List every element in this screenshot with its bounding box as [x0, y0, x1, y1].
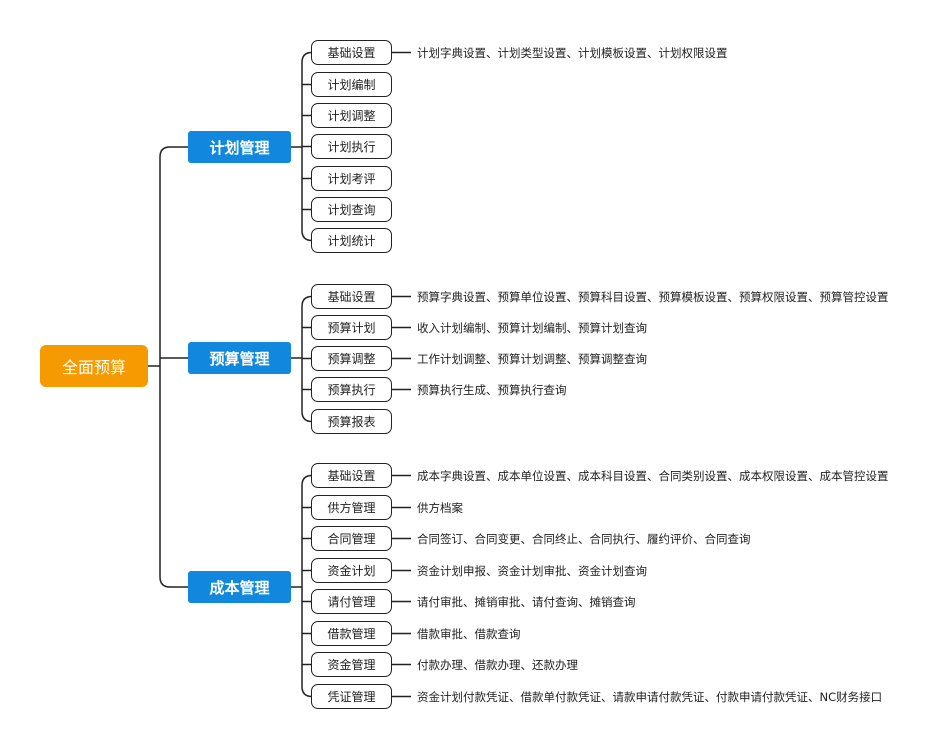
detail-text: 请付审批、摊销审批、请付查询、摊销查询 [417, 594, 636, 609]
branch-node[interactable]: 计划管理 [188, 131, 291, 163]
leaf-node[interactable]: 供方管理 [311, 495, 392, 520]
detail-text: 借款审批、借款查询 [417, 626, 521, 641]
leaf-node[interactable]: 合同管理 [311, 526, 392, 551]
root-node[interactable]: 全面预算 [40, 345, 148, 387]
detail-text: 合同签订、合同变更、合同终止、合同执行、履约评价、合同查询 [417, 531, 751, 546]
leaf-node[interactable]: 基础设置 [311, 40, 392, 65]
detail-text: 资金计划付款凭证、借款单付款凭证、请款申请付款凭证、付款申请付款凭证、NC财务接… [417, 689, 883, 704]
leaf-node[interactable]: 预算调整 [311, 346, 392, 371]
leaf-node[interactable]: 计划考评 [311, 166, 392, 191]
detail-text: 收入计划编制、预算计划编制、预算计划查询 [417, 320, 647, 335]
detail-text: 付款办理、借款办理、还款办理 [417, 657, 578, 672]
leaf-node[interactable]: 基础设置 [311, 284, 392, 309]
detail-text: 工作计划调整、预算计划调整、预算调整查询 [417, 351, 647, 366]
detail-text: 供方档案 [417, 500, 463, 515]
branch-node[interactable]: 成本管理 [188, 571, 291, 603]
leaf-node[interactable]: 请付管理 [311, 589, 392, 614]
detail-text: 预算字典设置、预算单位设置、预算科目设置、预算模板设置、预算权限设置、预算管控设… [417, 289, 889, 304]
leaf-node[interactable]: 计划编制 [311, 72, 392, 97]
detail-text: 预算执行生成、预算执行查询 [417, 382, 567, 397]
branch-node[interactable]: 预算管理 [188, 342, 291, 374]
leaf-node[interactable]: 基础设置 [311, 463, 392, 488]
sub-trunk [301, 474, 313, 698]
leaf-node[interactable]: 预算执行 [311, 377, 392, 402]
main-trunk [159, 146, 171, 588]
leaf-node[interactable]: 借款管理 [311, 621, 392, 646]
leaf-node[interactable]: 凭证管理 [311, 684, 392, 709]
leaf-node[interactable]: 预算报表 [311, 409, 392, 434]
detail-text: 成本字典设置、成本单位设置、成本科目设置、合同类别设置、成本权限设置、成本管控设… [417, 468, 889, 483]
detail-text: 计划字典设置、计划类型设置、计划模板设置、计划权限设置 [417, 45, 728, 60]
detail-text: 资金计划申报、资金计划审批、资金计划查询 [417, 563, 647, 578]
leaf-node[interactable]: 计划执行 [311, 134, 392, 159]
leaf-node[interactable]: 资金计划 [311, 558, 392, 583]
leaf-node[interactable]: 资金管理 [311, 652, 392, 677]
leaf-node[interactable]: 计划调整 [311, 103, 392, 128]
leaf-node[interactable]: 计划统计 [311, 228, 392, 253]
leaf-node[interactable]: 预算计划 [311, 315, 392, 340]
leaf-node[interactable]: 计划查询 [311, 197, 392, 222]
